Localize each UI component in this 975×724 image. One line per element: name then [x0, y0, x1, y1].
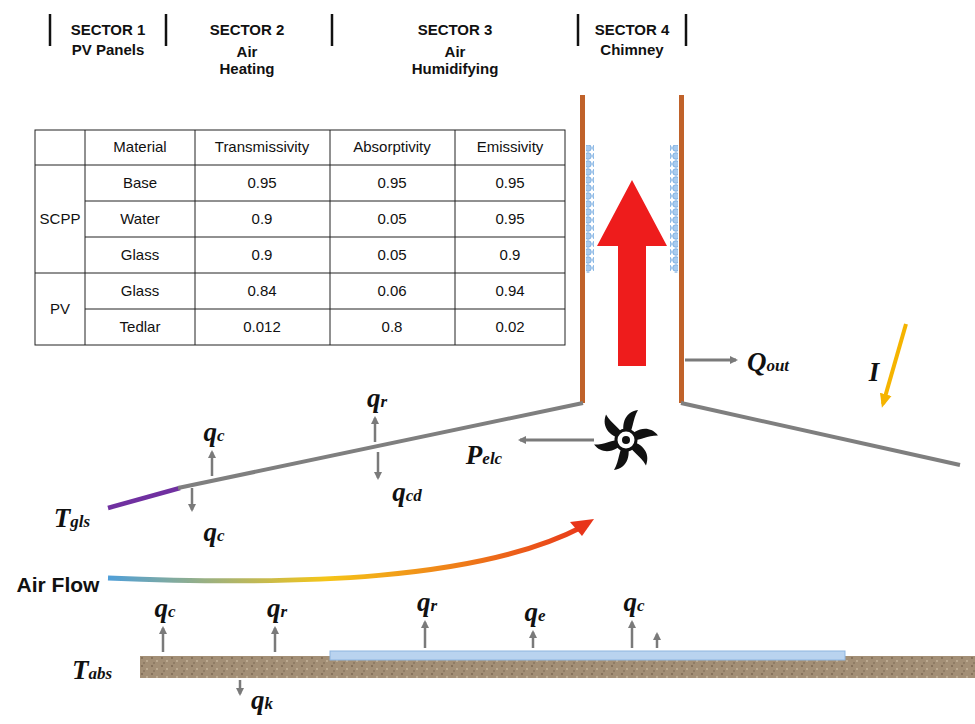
table-cell: 0.9 [500, 246, 521, 263]
temperature-label: Tabs [72, 657, 112, 684]
flux-label: qr [267, 595, 287, 622]
table-cell: 0.05 [377, 210, 406, 227]
table-cell: 0.012 [243, 318, 281, 335]
sector-title: SECTOR 2 [210, 21, 285, 38]
sector-name: Air Humidifying [405, 43, 505, 78]
ground [140, 651, 975, 678]
table-header: Material [113, 138, 166, 155]
table-cell: Glass [121, 246, 159, 263]
heat-loss-arrow [685, 359, 736, 362]
sector-name: Air Heating [212, 43, 282, 78]
table-cell: Glass [121, 282, 159, 299]
table-cell: 0.02 [495, 318, 524, 335]
flux-label: qe [524, 599, 545, 626]
table-cell: 0.8 [382, 318, 403, 335]
irradiance-label: I [869, 359, 880, 386]
property-table [35, 130, 565, 345]
turbine [594, 410, 658, 470]
table-cell: Tedlar [120, 318, 161, 335]
flux-label: qr [367, 385, 387, 412]
table-cell: 0.95 [247, 174, 276, 191]
table-cell: 0.84 [247, 282, 276, 299]
temperature-label: Tgls [54, 505, 90, 532]
table-cell: 0.05 [377, 246, 406, 263]
table-header: Transmissivity [215, 138, 309, 155]
sector-name: Chimney [600, 41, 663, 58]
table-header: Emissivity [477, 138, 544, 155]
power-arrow [520, 439, 594, 442]
table-cell: 0.95 [495, 210, 524, 227]
flux-label: qr [417, 589, 437, 616]
table-cell: 0.06 [377, 282, 406, 299]
table-group: SCPP [40, 210, 81, 227]
heat-flux-arrow [163, 418, 657, 694]
power-label: Pelc [466, 442, 502, 469]
table-cell: 0.95 [495, 174, 524, 191]
chimney [580, 95, 684, 403]
table-cell: Base [123, 174, 157, 191]
table-header: Absorptivity [353, 138, 431, 155]
flux-label: qc [154, 595, 175, 622]
air-flow [108, 519, 594, 581]
flux-label: qc [203, 519, 224, 546]
table-cell: 0.9 [252, 210, 273, 227]
sector-title: SECTOR 4 [595, 21, 670, 38]
sector-divider [50, 14, 686, 46]
flux-label: qcd [392, 479, 422, 506]
sector-title: SECTOR 1 [71, 21, 146, 38]
collector-roof [108, 403, 960, 508]
sector-name: PV Panels [72, 41, 145, 58]
flux-label: qc [203, 419, 224, 446]
irradiance-arrow [883, 324, 906, 404]
sector-title: SECTOR 3 [418, 21, 493, 38]
table-cell: 0.94 [495, 282, 524, 299]
table-cell: 0.95 [377, 174, 406, 191]
flux-label: qc [623, 589, 644, 616]
table-group: PV [50, 300, 70, 317]
heat-loss-label: Qout [747, 349, 789, 376]
table-cell: 0.9 [252, 246, 273, 263]
table-cell: Water [120, 210, 159, 227]
flux-label: qk [251, 687, 273, 714]
air-flow-label: Air Flow [17, 573, 100, 597]
